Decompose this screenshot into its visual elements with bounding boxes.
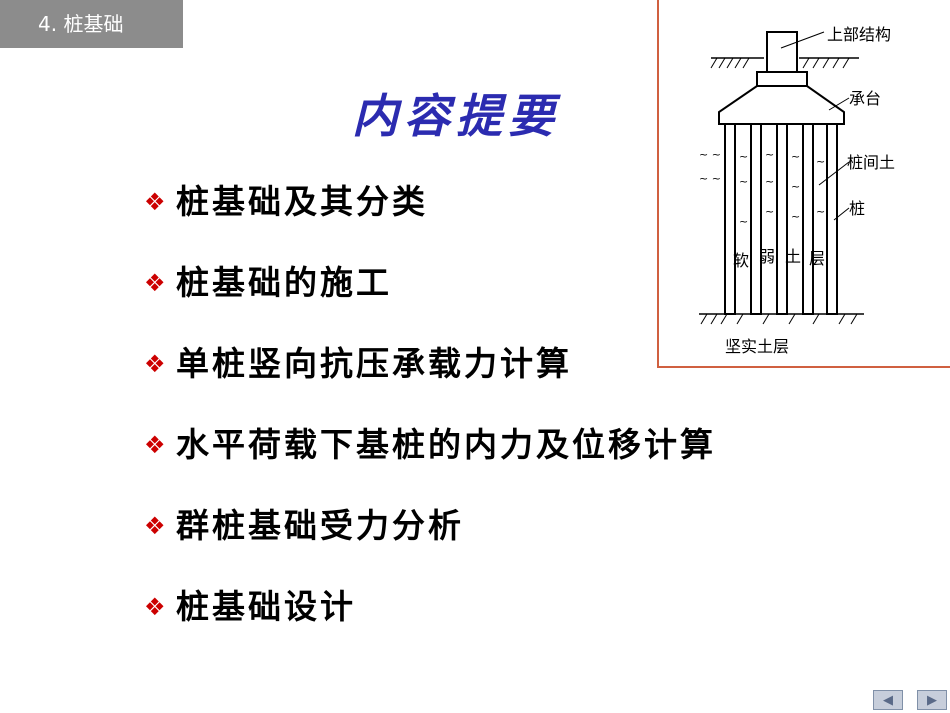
bullet-list: ❖ 桩基础及其分类 ❖ 桩基础的施工 ❖ 单桩竖向抗压承载力计算 ❖ 水平荷载下… [144, 178, 716, 664]
next-slide-button[interactable]: ▶ [917, 690, 947, 710]
label-soft-1: 软 [733, 251, 749, 270]
diamond-bullet-icon: ❖ [144, 512, 166, 540]
diamond-bullet-icon: ❖ [144, 431, 166, 459]
bullet-item: ❖ 桩基础的施工 [144, 259, 716, 340]
svg-text:~: ~ [816, 155, 825, 168]
label-soft-3: 土 [785, 247, 801, 266]
label-soft-2: 弱 [759, 247, 775, 266]
svg-text:~ ~: ~ ~ [699, 148, 721, 161]
triangle-right-icon: ▶ [927, 692, 937, 708]
soil-marks: ~ ~ ~ ~ ~ ~ ~ ~ ~ ~ ~ ~ ~ ~ ~ [699, 148, 825, 228]
bullet-item: ❖ 群桩基础受力分析 [144, 502, 716, 583]
svg-text:~: ~ [765, 148, 774, 161]
svg-text:~: ~ [791, 210, 800, 223]
pile-cap-shape [718, 85, 845, 125]
svg-text:~: ~ [765, 175, 774, 188]
bullet-text: 水平荷载下基桩的内力及位移计算 [176, 425, 716, 464]
svg-text:~: ~ [739, 215, 748, 228]
label-soft-4: 层 [809, 249, 825, 268]
bullet-item: ❖ 水平荷载下基桩的内力及位移计算 [144, 421, 716, 502]
diagram-svg: ~ ~ ~ ~ ~ ~ ~ ~ ~ ~ ~ ~ ~ ~ ~ 上部结构 承台 桩间土 桩 [699, 25, 895, 356]
diamond-bullet-icon: ❖ [144, 269, 166, 297]
label-superstructure: 上部结构 [827, 25, 891, 44]
svg-text:~: ~ [791, 180, 800, 193]
diamond-bullet-icon: ❖ [144, 593, 166, 621]
column-shape [766, 31, 798, 73]
bullet-text: 群桩基础受力分析 [176, 506, 464, 545]
bullet-text: 单桩竖向抗压承载力计算 [176, 344, 572, 383]
bullet-text: 桩基础设计 [176, 587, 356, 626]
bullet-item: ❖ 桩基础设计 [144, 583, 716, 664]
label-firm-layer: 坚实土层 [725, 337, 789, 356]
section-tag: 4. 桩基础 [0, 0, 183, 48]
leader-lines [780, 31, 850, 221]
ground-hatch-top [710, 57, 850, 69]
prev-slide-button[interactable]: ◀ [873, 690, 903, 710]
slide-title: 内容提要 [352, 89, 560, 143]
label-soil-between-piles: 桩间土 [847, 153, 895, 172]
label-pile-cap: 承台 [849, 89, 881, 108]
label-pile: 桩 [849, 199, 865, 218]
svg-text:~: ~ [739, 150, 748, 163]
diamond-bullet-icon: ❖ [144, 350, 166, 378]
svg-text:~: ~ [765, 205, 774, 218]
pile-foundation-diagram: ~ ~ ~ ~ ~ ~ ~ ~ ~ ~ ~ ~ ~ ~ ~ 上部结构 承台 桩间土 桩 [657, 0, 950, 368]
pedestal-shape [756, 71, 808, 87]
triangle-left-icon: ◀ [883, 692, 893, 708]
ground-hatch-bottom [700, 313, 858, 325]
diamond-bullet-icon: ❖ [144, 188, 166, 216]
svg-text:~: ~ [739, 175, 748, 188]
svg-text:~ ~: ~ ~ [699, 172, 721, 185]
svg-text:~: ~ [791, 150, 800, 163]
bullet-item: ❖ 单桩竖向抗压承载力计算 [144, 340, 716, 421]
bullet-text: 桩基础的施工 [176, 263, 392, 302]
bullet-text: 桩基础及其分类 [176, 182, 428, 221]
bullet-item: ❖ 桩基础及其分类 [144, 178, 716, 259]
svg-text:~: ~ [816, 205, 825, 218]
